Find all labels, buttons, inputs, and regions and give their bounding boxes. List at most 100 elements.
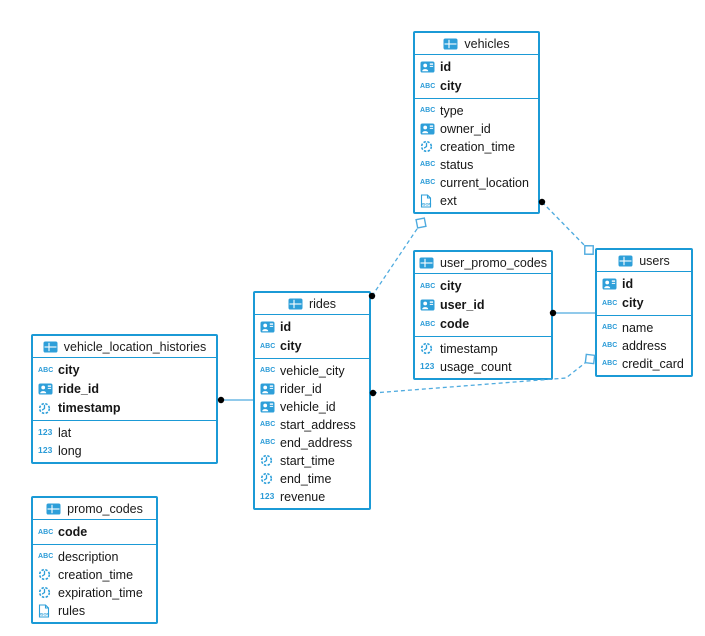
column-row[interactable]: id <box>415 58 538 77</box>
column-row[interactable]: ABC name <box>597 319 691 337</box>
column-name: owner_id <box>440 121 491 136</box>
column-name: city <box>440 279 462 293</box>
column-row[interactable]: ABC city <box>255 337 369 356</box>
column-name: creation_time <box>58 567 134 582</box>
column-row[interactable]: start_time <box>255 452 369 470</box>
columns-section: ABC vehicle_city rider_id vehicle_id ABC… <box>255 359 369 508</box>
column-row[interactable]: id <box>597 275 691 294</box>
column-row[interactable]: ABC description <box>33 548 156 566</box>
column-name: id <box>280 320 292 334</box>
table-card-vehicles[interactable]: vehicles id ABC city ABC type owner_id c… <box>413 31 540 214</box>
column-row[interactable]: ABC start_address <box>255 416 369 434</box>
abc-icon: ABC <box>420 82 436 90</box>
table-header[interactable]: vehicle_location_histories <box>33 336 216 358</box>
column-row[interactable]: rider_id <box>255 380 369 398</box>
relation-endpoint-diamond <box>584 353 596 365</box>
column-row[interactable]: ABC code <box>415 315 551 334</box>
numeric-123-icon: 123 <box>260 491 275 502</box>
table-header[interactable]: rides <box>255 293 369 315</box>
table-header[interactable]: promo_codes <box>33 498 156 520</box>
column-row[interactable]: 123 long <box>33 442 216 460</box>
column-row[interactable]: ABC city <box>415 77 538 96</box>
column-row[interactable]: ABC status <box>415 156 538 174</box>
column-row[interactable]: ABC type <box>415 102 538 120</box>
column-row[interactable]: id <box>255 318 369 337</box>
column-name: id <box>622 277 634 291</box>
table-card-users[interactable]: users id ABC city ABC name ABC address A… <box>595 248 693 377</box>
column-row[interactable]: 123 lat <box>33 424 216 442</box>
column-row[interactable]: timestamp <box>415 340 551 358</box>
columns-section: timestamp 123 usage_count <box>415 337 551 378</box>
clock-icon <box>420 140 437 154</box>
person-id-icon <box>420 298 437 312</box>
table-card-promo_codes[interactable]: promo_codes ABC code ABC description cre… <box>31 496 158 624</box>
columns-section: ABC name ABC address ABC credit_card <box>597 316 691 375</box>
table-card-rides[interactable]: rides id ABC city ABC vehicle_city rider… <box>253 291 371 510</box>
columns-section: ABC description creation_time expiration… <box>33 545 156 622</box>
column-name: expiration_time <box>58 585 143 600</box>
svg-text:JSON: JSON <box>421 201 432 206</box>
column-row[interactable]: 123 revenue <box>255 488 369 506</box>
column-row[interactable]: ABC city <box>415 277 551 296</box>
clock-icon <box>260 454 277 468</box>
table-header[interactable]: users <box>597 250 691 272</box>
columns-section: ABC type owner_id creation_time ABC stat… <box>415 99 538 212</box>
column-row[interactable]: ABC city <box>597 294 691 313</box>
table-grid-icon <box>288 297 304 311</box>
column-name: end_address <box>280 435 353 450</box>
column-row[interactable]: JSON ext <box>415 192 538 210</box>
json-document-icon: JSON <box>420 193 437 208</box>
column-row[interactable]: ABC credit_card <box>597 355 691 373</box>
column-row[interactable]: vehicle_id <box>255 398 369 416</box>
column-row[interactable]: creation_time <box>415 138 538 156</box>
relation-line[interactable] <box>371 222 422 297</box>
columns-section: 123 lat 123 long <box>33 421 216 462</box>
column-name: end_time <box>280 471 332 486</box>
table-grid-icon <box>443 37 459 51</box>
column-name: city <box>440 79 462 93</box>
column-row[interactable]: ABC code <box>33 523 156 542</box>
table-name: vehicles <box>464 36 510 51</box>
column-row[interactable]: creation_time <box>33 566 156 584</box>
svg-text:JSON: JSON <box>39 611 50 616</box>
column-name: credit_card <box>622 356 684 371</box>
table-header[interactable]: vehicles <box>415 33 538 55</box>
json-document-icon: JSON <box>38 603 55 618</box>
abc-icon: ABC <box>602 299 618 307</box>
abc-icon: ABC <box>602 360 618 367</box>
column-name: name <box>622 320 654 335</box>
column-row[interactable]: ABC vehicle_city <box>255 362 369 380</box>
clock-icon <box>260 472 277 486</box>
column-row[interactable]: JSON rules <box>33 602 156 620</box>
person-id-icon <box>260 320 277 334</box>
table-card-vehicle_location_histories[interactable]: vehicle_location_histories ABC city ride… <box>31 334 218 464</box>
column-name: rules <box>58 603 86 618</box>
column-row[interactable]: ABC address <box>597 337 691 355</box>
column-row[interactable]: user_id <box>415 296 551 315</box>
relation-line[interactable] <box>372 358 591 394</box>
table-header[interactable]: user_promo_codes <box>415 252 551 274</box>
clock-icon <box>420 342 437 356</box>
table-name: user_promo_codes <box>440 255 548 270</box>
column-row[interactable]: expiration_time <box>33 584 156 602</box>
column-name: rider_id <box>280 381 322 396</box>
column-row[interactable]: end_time <box>255 470 369 488</box>
column-row[interactable]: 123 usage_count <box>415 358 551 376</box>
abc-icon: ABC <box>420 107 436 114</box>
column-row[interactable]: timestamp <box>33 399 216 418</box>
table-name: vehicle_location_histories <box>63 339 207 354</box>
column-name: city <box>58 363 80 377</box>
abc-icon: ABC <box>260 439 276 446</box>
column-row[interactable]: ABC city <box>33 361 216 380</box>
column-name: vehicle_city <box>280 363 345 378</box>
column-name: lat <box>58 425 72 440</box>
relation-line[interactable] <box>541 201 590 251</box>
column-row[interactable]: ABC end_address <box>255 434 369 452</box>
abc-icon: ABC <box>260 342 276 350</box>
table-name: promo_codes <box>67 501 143 516</box>
column-name: ext <box>440 193 457 208</box>
column-row[interactable]: ABC current_location <box>415 174 538 192</box>
column-row[interactable]: owner_id <box>415 120 538 138</box>
column-row[interactable]: ride_id <box>33 380 216 399</box>
